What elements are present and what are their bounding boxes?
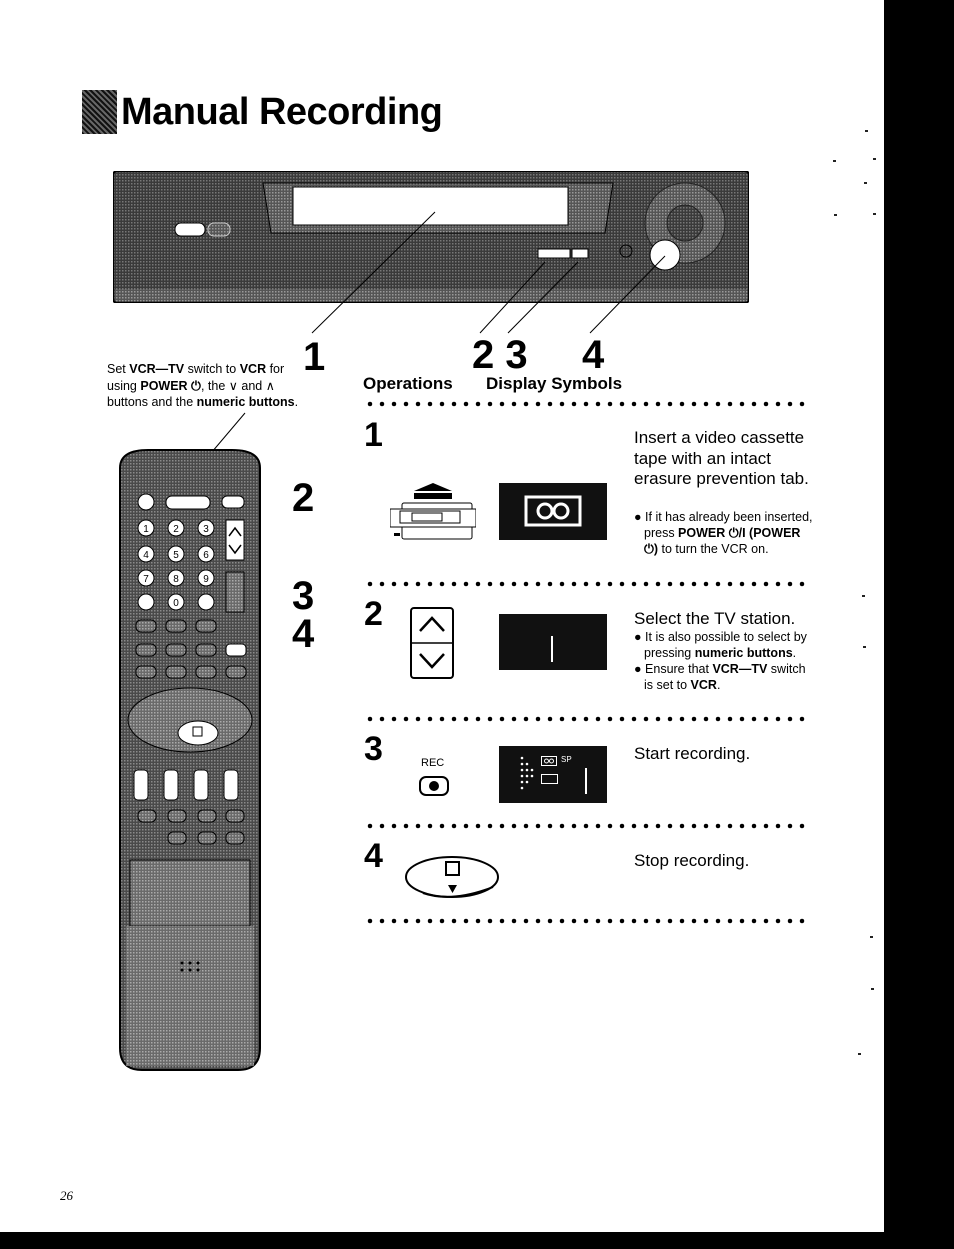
channel-digit [551, 636, 553, 662]
remote-callout-3: 3 [292, 574, 315, 618]
svg-text:2: 2 [173, 524, 179, 535]
scan-speck [862, 595, 865, 597]
scan-speck [833, 160, 836, 162]
step-description: Insert a video cassette tape with an int… [634, 428, 809, 488]
display-cassette-symbol [499, 483, 607, 540]
dotted-divider [364, 823, 810, 829]
svg-text:0: 0 [173, 598, 179, 609]
dotted-divider [364, 581, 810, 587]
cassette-insert-icon [390, 483, 476, 540]
step-description: Start recording. [634, 744, 751, 763]
vcr-callout-4: 4 [582, 333, 605, 377]
svg-text:9: 9 [203, 574, 209, 585]
cassette-symbol-icon [541, 756, 557, 766]
rec-indicator [541, 774, 558, 784]
svg-text:1: 1 [143, 524, 149, 535]
svg-text:3: 3 [203, 524, 209, 535]
rec-button [419, 776, 449, 796]
cassette-symbol-icon [524, 495, 582, 527]
step-description: Select the TV station. [634, 609, 796, 628]
title-marker [82, 90, 117, 134]
channel-digit [585, 768, 587, 794]
scan-speck [871, 988, 874, 990]
page-number: 26 [60, 1188, 73, 1203]
dotted-divider [364, 716, 810, 722]
stop-button [405, 856, 499, 898]
svg-text:4: 4 [143, 550, 149, 561]
svg-text:7: 7 [143, 574, 149, 585]
rec-label: REC [421, 757, 445, 769]
vcr-callout-2-3: 2 3 [472, 333, 528, 377]
scan-speck [873, 158, 876, 160]
step-note: ● It is also possible to select by press… [634, 630, 807, 692]
channel-up-down-button [410, 607, 454, 679]
svg-text:8: 8 [173, 574, 179, 585]
scan-speck [873, 213, 876, 215]
dotted-divider [364, 918, 810, 924]
step-number: 3 [364, 730, 383, 768]
manual-page: Manual Recording [0, 0, 884, 1232]
step-number: 4 [364, 837, 383, 875]
display-channel [499, 614, 607, 670]
display-symbols-header: Display Symbols [486, 374, 623, 393]
page-title: Manual Recording [82, 90, 443, 134]
svg-text:5: 5 [173, 550, 179, 561]
scan-speck [834, 214, 837, 216]
scan-speck [863, 646, 866, 648]
step-number: 2 [364, 595, 383, 633]
dotted-divider [364, 401, 810, 407]
step-description: Stop recording. [634, 851, 750, 870]
vcr-illustration [113, 171, 749, 303]
speed-indicator: SP [561, 755, 572, 764]
scan-speck [858, 1053, 861, 1055]
record-indicator-icon [520, 756, 534, 790]
svg-text:6: 6 [203, 550, 209, 561]
set-vcr-tv-note: Set VCR—TV switch to VCR for using POWER… [107, 362, 299, 409]
step-note: ● If it has already been inserted, press… [634, 510, 813, 556]
operations-header: Operations [363, 374, 453, 393]
step-number: 1 [364, 416, 383, 454]
scan-speck [865, 130, 868, 132]
display-recording: SP [499, 746, 607, 803]
remote-callout-2: 2 [292, 476, 315, 520]
vcr-callout-1: 1 [303, 335, 326, 379]
remote-callout-4: 4 [292, 612, 315, 656]
scan-speck [870, 936, 873, 938]
remote-control-illustration: 1 2 3 4 5 6 7 8 9 0 [119, 449, 261, 1071]
scan-speck [864, 182, 867, 184]
